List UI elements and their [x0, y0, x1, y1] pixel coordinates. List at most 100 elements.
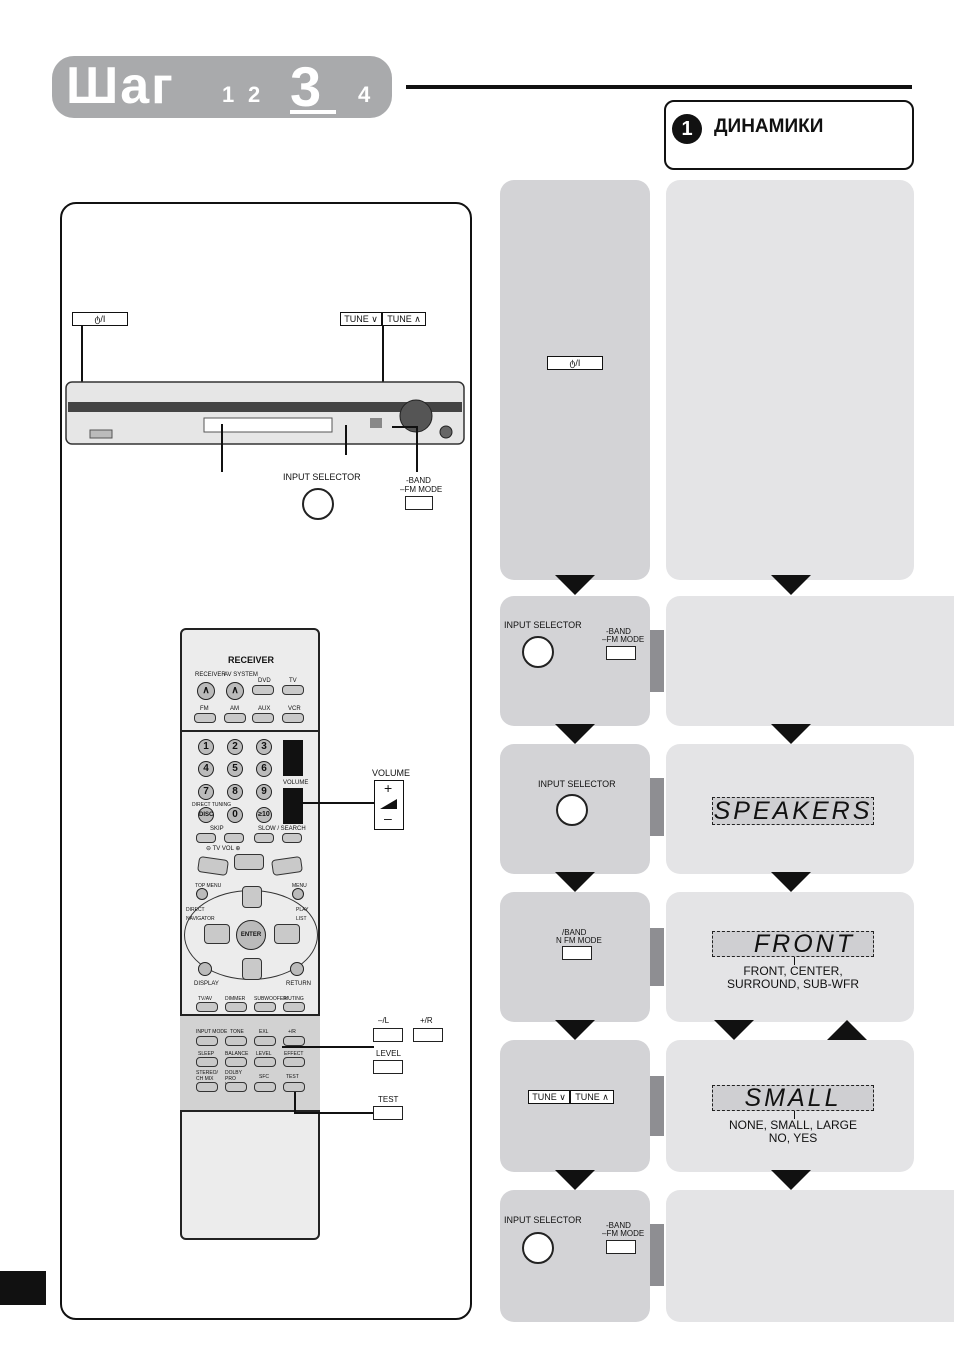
volume-plus: + [384, 780, 393, 796]
dolby-button[interactable] [225, 1082, 247, 1092]
section-title: ДИНАМИКИ [714, 116, 824, 137]
remote-label-fm: FM [200, 706, 209, 712]
step-3-separator [650, 778, 664, 836]
menu-label: MENU [292, 883, 307, 889]
test-callout-button[interactable] [373, 1106, 403, 1120]
tv-av-button[interactable] [196, 1002, 218, 1012]
am-button[interactable] [224, 713, 246, 723]
minus-l-button[interactable] [254, 1036, 276, 1046]
av-system-power-button[interactable]: ∧ [226, 682, 244, 700]
display-button[interactable] [198, 962, 212, 976]
skip-forward-button[interactable] [224, 833, 244, 843]
level-callout-line [282, 1046, 374, 1048]
step-6-input-selector-knob[interactable] [522, 1232, 554, 1264]
dvd-button[interactable] [252, 685, 274, 695]
step-5-tune-up-button[interactable]: TUNE ∧ [570, 1090, 614, 1104]
return-button[interactable] [290, 962, 304, 976]
step-6-separator [650, 1224, 664, 1286]
fm-mode-label: –FM MODE [400, 485, 443, 494]
step-4-band-label: /BAND [562, 928, 587, 937]
level-callout-label: LEVEL [376, 1049, 401, 1058]
step-1-power-button[interactable]: ტ/I [547, 356, 603, 370]
play-control-center[interactable] [234, 854, 264, 870]
digit-7-button[interactable]: 7 [198, 784, 214, 800]
digit-10-button[interactable]: ≥10 [256, 807, 272, 823]
nav-right-button[interactable] [274, 924, 300, 944]
menu-button[interactable] [292, 888, 304, 900]
dimmer-button[interactable] [225, 1002, 247, 1012]
direct-tuning-label: DIRECT TUNING [192, 802, 231, 808]
step-1-action-box [500, 180, 650, 580]
sleep-button[interactable] [196, 1057, 218, 1067]
display-small: SMALL [712, 1085, 874, 1111]
digit-4-button[interactable]: 4 [198, 761, 214, 777]
digit-6-button[interactable]: 6 [256, 761, 272, 777]
disc-button[interactable]: DISC [198, 807, 214, 823]
step-6-input-selector-label: INPUT SELECTOR [504, 1215, 582, 1225]
fm-button[interactable] [194, 713, 216, 723]
dimmer-label: DIMMER [225, 996, 246, 1002]
skip-label: SKIP [210, 826, 224, 832]
top-menu-button[interactable] [196, 888, 208, 900]
step-3-input-selector-knob[interactable] [556, 794, 588, 826]
tv-button[interactable] [282, 685, 304, 695]
step-2-band-button[interactable] [606, 646, 636, 660]
minus-l-label: –/L [378, 1016, 390, 1025]
display-front: FRONT [712, 931, 874, 957]
digit-2-button[interactable]: 2 [227, 739, 243, 755]
nav-left-button[interactable] [204, 924, 230, 944]
volume-rocker-upper[interactable] [283, 740, 303, 776]
digit-8-button[interactable]: 8 [227, 784, 243, 800]
effect-button[interactable] [283, 1057, 305, 1067]
digit-1-button[interactable]: 1 [198, 739, 214, 755]
digit-5-button[interactable]: 5 [227, 761, 243, 777]
skip-back-button[interactable] [196, 833, 216, 843]
step-6-band-button[interactable] [606, 1240, 636, 1254]
vcr-button[interactable] [282, 713, 304, 723]
step-5-separator [650, 1076, 664, 1136]
step-4-band-button[interactable] [562, 946, 592, 960]
input-mode-button[interactable] [196, 1036, 218, 1046]
nav-down-button[interactable] [242, 958, 262, 980]
band-label: -BAND [406, 476, 431, 485]
slow-forward-button[interactable] [282, 833, 302, 843]
digit-9-button[interactable]: 9 [256, 784, 272, 800]
step-number-4: 4 [358, 82, 371, 107]
receiver-front-panel [65, 381, 465, 445]
step-number-1: 1 [222, 82, 235, 107]
arrow-down-result-1 [771, 575, 811, 595]
nav-up-button[interactable] [242, 886, 262, 908]
digit-3-button[interactable]: 3 [256, 739, 272, 755]
exl-label: EXL [259, 1029, 269, 1035]
minus-l-callout-button[interactable] [373, 1028, 403, 1042]
test-small-label: TEST [286, 1074, 299, 1080]
plus-r-button[interactable] [283, 1036, 305, 1046]
level-callout-button[interactable] [373, 1060, 403, 1074]
stereo-ch-mix-button[interactable] [196, 1082, 218, 1092]
enter-button[interactable]: ENTER [236, 920, 266, 950]
receiver-power-button[interactable]: ∧ [197, 682, 215, 700]
remote-label-vcr: VCR [288, 706, 301, 712]
slow-back-button[interactable] [254, 833, 274, 843]
subwoofer-button[interactable] [254, 1002, 276, 1012]
step-2-input-selector-knob[interactable] [522, 636, 554, 668]
tv-vol-label: ⊖ TV VOL ⊕ [206, 846, 241, 852]
aux-button[interactable] [252, 713, 274, 723]
step-6-result-box [666, 1190, 954, 1322]
input-selector-knob[interactable] [302, 488, 334, 520]
tone-button[interactable] [225, 1036, 247, 1046]
volume-rocker-lower[interactable] [283, 788, 303, 824]
test-button[interactable] [283, 1082, 305, 1092]
digit-0-button[interactable]: 0 [227, 807, 243, 823]
band-button[interactable] [405, 496, 433, 510]
disc-tray-leader [221, 424, 223, 472]
step-5-tune-down-button[interactable]: TUNE ∨ [528, 1090, 570, 1104]
step-2-fm-mode-label: –FM MODE [602, 635, 645, 644]
balance-button[interactable] [225, 1057, 247, 1067]
muting-button[interactable] [283, 1002, 305, 1012]
level-button[interactable] [254, 1057, 276, 1067]
test-callout-label: TEST [378, 1095, 399, 1104]
plus-r-callout-button[interactable] [413, 1028, 443, 1042]
step-header-pill [52, 56, 392, 118]
sfc-button[interactable] [254, 1082, 276, 1092]
